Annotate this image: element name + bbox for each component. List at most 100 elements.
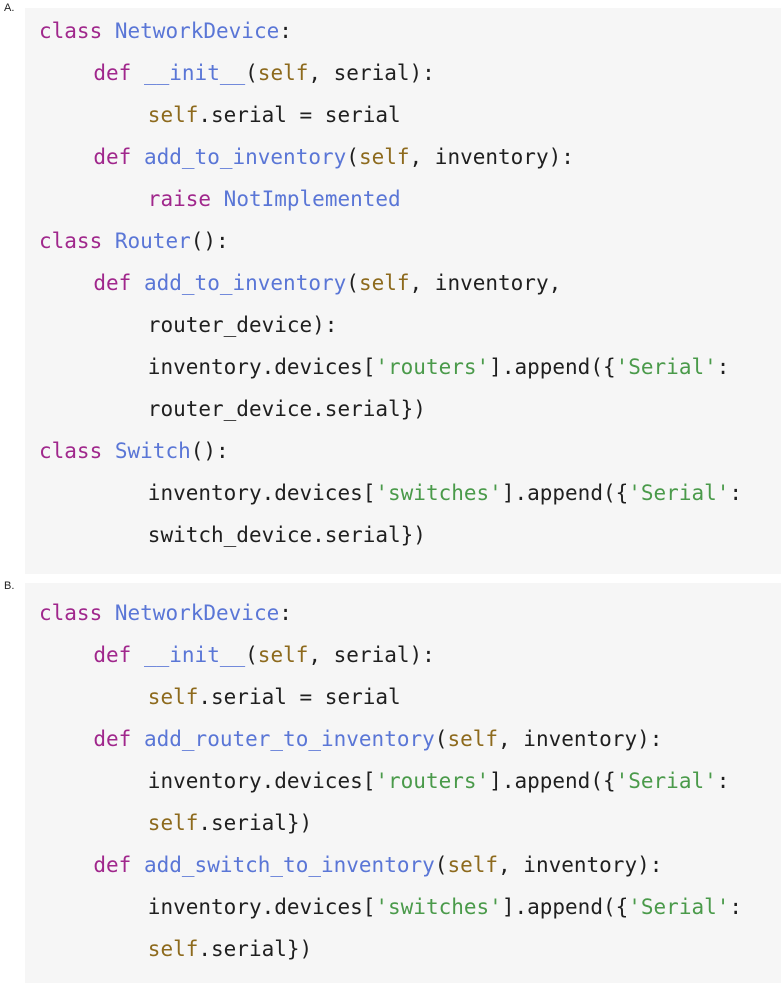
code-token <box>131 643 144 667</box>
code-line: class NetworkDevice: <box>39 16 292 46</box>
code-token: router_device): <box>147 313 338 337</box>
code-token <box>131 61 144 85</box>
code-token: 'routers' <box>375 355 490 379</box>
code-line: switch_device.serial}) <box>148 520 426 550</box>
code-token: class <box>39 19 103 43</box>
code-token: : <box>729 481 743 505</box>
code-token <box>131 145 144 169</box>
code-token: router_device.serial}) <box>147 397 426 421</box>
code-token: add_switch_to_inventory <box>143 853 435 877</box>
code-token: self <box>358 271 410 295</box>
code-token: ].append({ <box>489 769 616 793</box>
code-token: def <box>93 271 132 295</box>
code-line: inventory.devices['switches'].append({'S… <box>148 892 742 922</box>
code-line: def add_to_inventory(self, inventory): <box>93 142 574 172</box>
code-token: def <box>93 61 132 85</box>
code-token: self <box>147 937 199 961</box>
code-token: class <box>39 229 103 253</box>
code-token: , inventory, <box>409 271 562 295</box>
code-token <box>102 439 115 463</box>
code-token <box>102 601 115 625</box>
code-line: class NetworkDevice: <box>39 598 292 628</box>
code-token: (): <box>190 439 229 463</box>
code-token: NotImplemented <box>223 187 401 211</box>
code-token: def <box>93 727 132 751</box>
code-line: router_device.serial}) <box>148 394 426 424</box>
code-token: ( <box>245 61 258 85</box>
code-token: ( <box>434 727 448 751</box>
code-line: self.serial = serial <box>148 100 401 130</box>
code-token <box>211 187 224 211</box>
code-token: add_router_to_inventory <box>143 727 435 751</box>
code-line: raise NotImplemented <box>148 184 401 214</box>
code-token: self <box>447 853 499 877</box>
code-line: router_device): <box>148 310 338 340</box>
code-line: def add_router_to_inventory(self, invent… <box>93 724 662 754</box>
code-token: raise <box>147 187 212 211</box>
code-token: : <box>279 19 292 43</box>
code-token: ( <box>245 643 258 667</box>
code-token: __init__ <box>143 643 246 667</box>
code-token: inventory.devices[ <box>147 481 376 505</box>
code-token: inventory.devices[ <box>147 895 376 919</box>
code-token: Switch <box>114 439 191 463</box>
code-token: .serial}) <box>198 811 313 835</box>
code-token: ( <box>346 271 359 295</box>
code-token: .serial}) <box>198 937 313 961</box>
code-token: 'Serial' <box>628 481 730 505</box>
code-token: class <box>39 439 103 463</box>
code-line: inventory.devices['routers'].append({'Se… <box>148 352 730 382</box>
code-token: : <box>716 355 730 379</box>
option-b-code-block: class NetworkDevice:def __init__(self, s… <box>25 583 781 983</box>
code-token: add_to_inventory <box>143 145 347 169</box>
code-line: def __init__(self, serial): <box>93 58 434 88</box>
code-token: 'Serial' <box>628 895 730 919</box>
code-token: inventory.devices[ <box>147 355 376 379</box>
code-token: ].append({ <box>501 481 629 505</box>
code-token: self <box>147 103 199 127</box>
code-line: self.serial}) <box>148 934 312 964</box>
code-token: inventory.devices[ <box>147 769 376 793</box>
code-line: def __init__(self, serial): <box>93 640 434 670</box>
code-token: .serial = serial <box>198 685 401 709</box>
code-token: : <box>716 769 730 793</box>
code-token: , inventory): <box>498 727 663 751</box>
code-token: def <box>93 853 132 877</box>
code-token: ].append({ <box>501 895 629 919</box>
code-token: self <box>447 727 499 751</box>
code-token: class <box>39 601 103 625</box>
code-token: 'Serial' <box>615 769 717 793</box>
code-line: inventory.devices['routers'].append({'Se… <box>148 766 730 796</box>
option-a-code-block: class NetworkDevice: def __init__(self, s… <box>25 8 781 574</box>
code-line: class Router(): <box>39 226 229 256</box>
code-token: (): <box>190 229 229 253</box>
code-token: 'switches' <box>375 481 502 505</box>
code-token: : <box>279 601 292 625</box>
code-token <box>102 229 115 253</box>
code-token: , serial): <box>308 643 435 667</box>
code-token <box>102 19 115 43</box>
code-token: .serial = serial <box>198 103 401 127</box>
code-token: self <box>257 643 309 667</box>
code-token: def <box>93 145 132 169</box>
code-token: __init__ <box>143 61 246 85</box>
code-token: NetworkDevice <box>114 601 280 625</box>
code-line: class Switch(): <box>39 436 229 466</box>
code-token: Router <box>114 229 191 253</box>
code-token: ( <box>346 145 359 169</box>
code-token: self <box>257 61 309 85</box>
code-token: , inventory): <box>409 145 574 169</box>
code-token <box>131 727 144 751</box>
code-token: : <box>729 895 743 919</box>
code-token: 'Serial' <box>615 355 717 379</box>
code-line: self.serial = serial <box>148 682 401 712</box>
code-line: def add_switch_to_inventory(self, invent… <box>93 850 662 880</box>
code-token <box>131 271 144 295</box>
code-token: self <box>358 145 410 169</box>
code-token: switch_device.serial}) <box>147 523 426 547</box>
code-token: self <box>147 811 199 835</box>
code-line: def add_to_inventory(self, inventory, <box>93 268 561 298</box>
code-token: self <box>147 685 199 709</box>
code-token: 'switches' <box>375 895 502 919</box>
code-token <box>131 853 144 877</box>
